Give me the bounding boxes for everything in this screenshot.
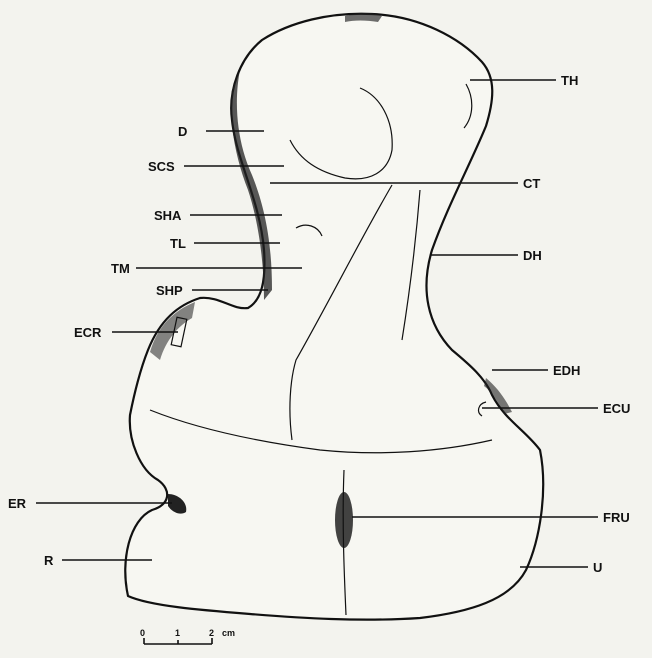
svg-text:U: U xyxy=(593,560,602,575)
svg-text:TL: TL xyxy=(170,236,186,251)
label-edh: EDH xyxy=(492,363,580,378)
svg-text:DH: DH xyxy=(523,248,542,263)
svg-text:EDH: EDH xyxy=(553,363,580,378)
label-u: U xyxy=(520,560,602,575)
scale-unit: cm xyxy=(222,628,235,638)
svg-text:SHA: SHA xyxy=(154,208,182,223)
label-dh: DH xyxy=(430,248,542,263)
svg-text:TH: TH xyxy=(561,73,578,88)
scale-tick-2: 2 xyxy=(209,628,214,638)
scale-tick-0: 0 xyxy=(140,628,145,638)
svg-text:CT: CT xyxy=(523,176,540,191)
svg-text:ECU: ECU xyxy=(603,401,630,416)
svg-text:ER: ER xyxy=(8,496,27,511)
svg-text:SCS: SCS xyxy=(148,159,175,174)
svg-text:SHP: SHP xyxy=(156,283,183,298)
label-shp: SHP xyxy=(156,283,268,298)
svg-text:D: D xyxy=(178,124,187,139)
label-er: ER xyxy=(8,496,172,511)
svg-text:R: R xyxy=(44,553,54,568)
svg-text:TM: TM xyxy=(111,261,130,276)
svg-text:FRU: FRU xyxy=(603,510,630,525)
svg-text:ECR: ECR xyxy=(74,325,102,340)
scale-bar: 0 1 2 cm xyxy=(140,628,235,644)
scale-tick-1: 1 xyxy=(175,628,180,638)
